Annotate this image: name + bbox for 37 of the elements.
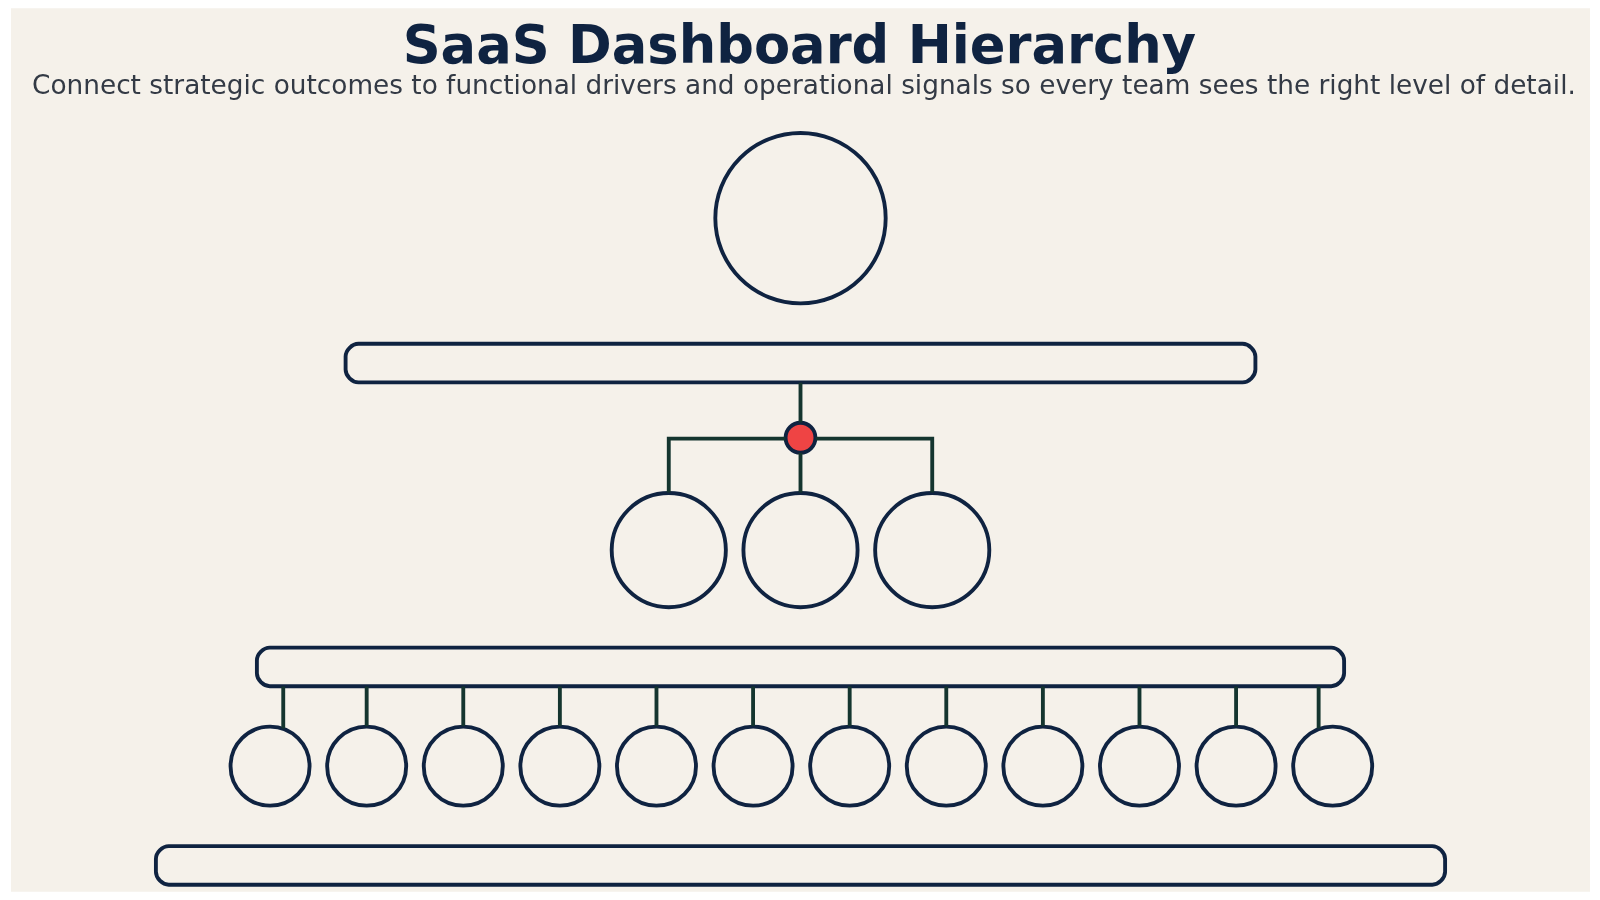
node-circle bbox=[904, 724, 988, 808]
node-circle bbox=[421, 724, 505, 808]
diagram-title: SaaS Dashboard Hierarchy bbox=[402, 13, 1196, 75]
connector bbox=[750, 686, 755, 727]
connector bbox=[1040, 686, 1045, 727]
node-circle bbox=[712, 131, 888, 306]
node-bar bbox=[153, 844, 1447, 887]
connector bbox=[1137, 686, 1141, 727]
connector bbox=[364, 686, 369, 727]
connector bbox=[815, 436, 934, 493]
node-circle bbox=[807, 724, 891, 808]
node-circle bbox=[1000, 724, 1084, 808]
connector bbox=[280, 686, 285, 729]
connector bbox=[1316, 686, 1321, 729]
node-circle bbox=[783, 420, 817, 455]
node-circle bbox=[1194, 724, 1278, 808]
connector bbox=[460, 686, 465, 727]
node-circle bbox=[228, 724, 311, 808]
connector bbox=[666, 436, 785, 493]
node-circle bbox=[872, 491, 991, 610]
node-circle bbox=[324, 724, 408, 808]
connector bbox=[1233, 686, 1238, 727]
node-circle bbox=[517, 724, 601, 808]
connector bbox=[943, 686, 948, 727]
connector bbox=[798, 382, 802, 423]
node-bar bbox=[254, 645, 1346, 689]
connector bbox=[847, 686, 852, 727]
node-bar bbox=[343, 341, 1257, 385]
connector bbox=[654, 686, 658, 727]
node-circle bbox=[1097, 724, 1181, 808]
node-circle bbox=[741, 491, 859, 610]
node-circle bbox=[1290, 724, 1374, 808]
connector bbox=[798, 452, 802, 493]
node-circle bbox=[609, 491, 728, 610]
node-circle bbox=[614, 724, 698, 808]
connector bbox=[557, 686, 562, 727]
node-circle bbox=[711, 724, 795, 808]
